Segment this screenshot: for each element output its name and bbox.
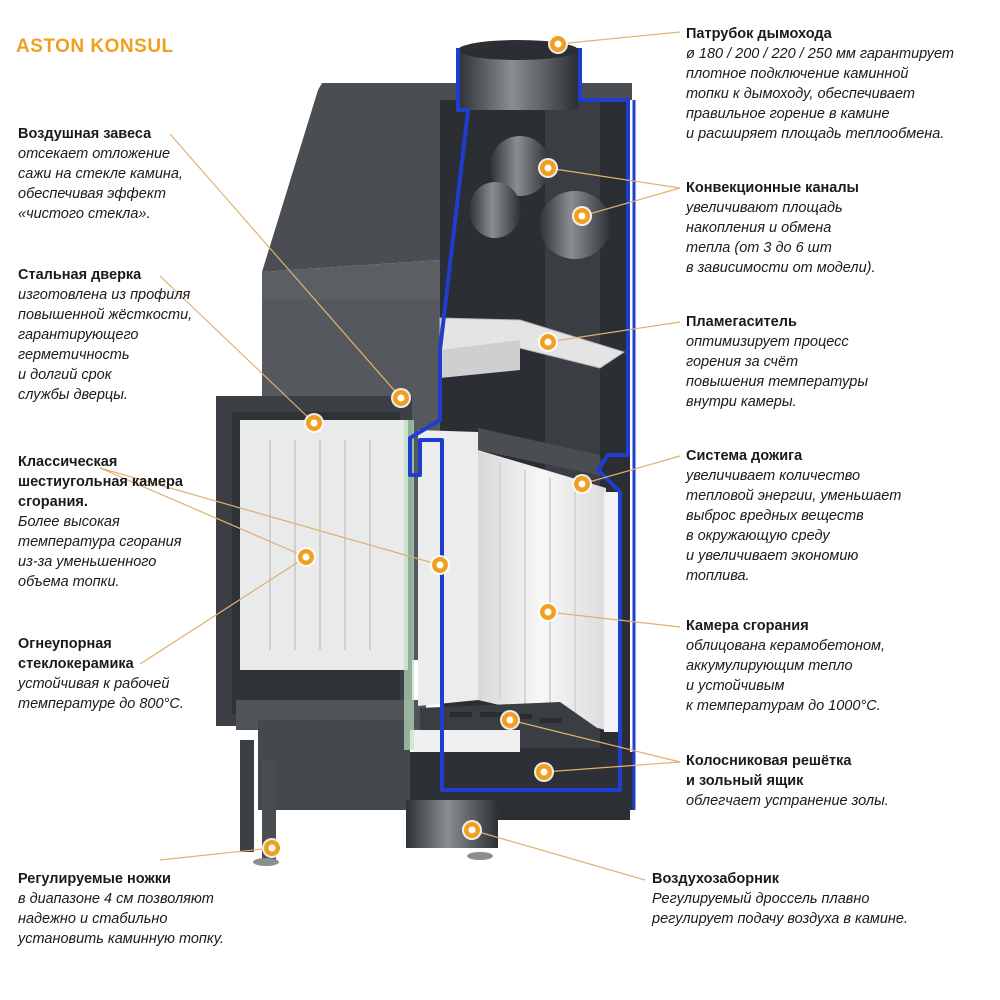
leg-foot: [253, 858, 279, 866]
leader-legs: [159, 847, 273, 861]
leader-convection: [547, 167, 681, 189]
marker-steel-door: [304, 413, 324, 433]
leader-air-curtain: [169, 133, 402, 399]
marker-legs: [262, 838, 282, 858]
label-air-intake: Воздухозаборник Регулируемый дроссель пл…: [652, 869, 908, 929]
leg-right: [262, 760, 276, 860]
label-air-intake-desc: Регулируемый дроссель плавно регулирует …: [652, 891, 908, 927]
marker-flame-damper: [538, 332, 558, 352]
ceramic-side: [604, 492, 622, 732]
label-steel-door-title: Стальная дверка: [18, 267, 142, 283]
marker-air-intake: [462, 820, 482, 840]
label-chimney-desc: ø 180 / 200 / 220 / 250 мм гарантирует п…: [686, 46, 954, 142]
label-air-curtain-desc: отсекает отложение сажи на стекле камина…: [18, 146, 183, 222]
label-combustion-chamber: Камера сгорания облицована керамобетоном…: [686, 616, 885, 716]
leader-hex-chamber: [99, 467, 307, 558]
marker-afterburn: [572, 474, 592, 494]
label-hex-chamber-desc: Более высокая температура сгорания из-за…: [18, 514, 182, 590]
label-glass-ceramic-desc: устойчивая к рабочей температуре до 800°…: [18, 676, 184, 712]
leg-left: [240, 740, 254, 852]
leader-flame-damper: [547, 321, 681, 343]
label-chimney: Патрубок дымохода ø 180 / 200 / 220 / 25…: [686, 24, 954, 144]
leader-glass-ceramic: [139, 556, 307, 665]
side-glass-pane: [404, 420, 414, 750]
label-air-intake-title: Воздухозаборник: [652, 871, 780, 887]
callout-markers: [262, 34, 592, 858]
marker-chimney: [548, 34, 568, 54]
afterburn-bar: [478, 428, 602, 476]
ceramic-ribs: [499, 462, 576, 718]
label-combustion-chamber-title: Камера сгорания: [686, 618, 809, 634]
leader-steel-door: [159, 275, 315, 424]
label-air-curtain-title: Воздушная завеса: [18, 126, 152, 142]
conv-pipe-3: [539, 191, 611, 259]
conv-pipe-1: [490, 136, 550, 196]
label-hex-chamber: Классическая шестиугольная камера сгоран…: [18, 452, 183, 592]
label-legs: Регулируемые ножки в диапазоне 4 см позв…: [18, 869, 224, 949]
grate-slots: [450, 712, 562, 723]
air-intake-pipe: [406, 800, 498, 848]
leader-convection: [581, 187, 681, 217]
label-air-curtain: Воздушная завеса отсекает отложение сажи…: [18, 124, 183, 224]
label-flame-damper-title: Пламегаситель: [686, 314, 797, 330]
leader-air-intake: [471, 829, 646, 881]
label-afterburn: Система дожига увеличивает количество те…: [686, 446, 901, 586]
base-box: [258, 720, 410, 810]
label-steel-door: Стальная дверка изготовлена из профиля п…: [18, 265, 192, 405]
marker-grate: [534, 762, 554, 782]
flame-damper-front: [440, 340, 520, 378]
brand-logo: ASTON KONSUL: [16, 36, 174, 57]
marker-hex-chamber: [296, 547, 316, 567]
label-afterburn-desc: увеличивает количество тепловой энергии,…: [686, 468, 902, 584]
label-legs-title: Регулируемые ножки: [18, 871, 171, 887]
front-glass: [240, 420, 408, 670]
leader-lines: [99, 31, 681, 881]
front-ribs: [269, 440, 371, 650]
label-convection-title: Конвекционные каналы: [686, 180, 859, 196]
cutaway-outline: [408, 48, 630, 792]
marker-convection: [572, 206, 592, 226]
label-afterburn-title: Система дожига: [686, 448, 803, 464]
marker-air-curtain: [391, 388, 411, 408]
leader-chimney: [557, 31, 681, 45]
label-flame-damper: Пламегаситель оптимизирует процесс горен…: [686, 312, 868, 412]
label-convection: Конвекционные каналы увеличивают площадь…: [686, 178, 875, 278]
label-grate-desc: облегчает устранение золы.: [686, 793, 889, 809]
label-grate: Колосниковая решётка и зольный ящик обле…: [686, 751, 889, 811]
chimney-pipe-top: [458, 40, 578, 60]
label-chimney-title: Патрубок дымохода: [686, 26, 832, 42]
label-legs-desc: в диапазоне 4 см позволяют надежно и ста…: [18, 891, 225, 947]
intake-foot: [467, 852, 493, 860]
conv-pipe-2: [469, 182, 521, 238]
label-hex-chamber-title: Классическая шестиугольная камера сгоран…: [18, 454, 183, 510]
label-grate-title: Колосниковая решётка и зольный ящик: [686, 753, 852, 789]
label-flame-damper-desc: оптимизирует процесс горения за счёт пов…: [686, 334, 869, 410]
marker-convection: [538, 158, 558, 178]
label-glass-ceramic: Огнеупорная стеклокерамика устойчивая к …: [18, 634, 184, 714]
marker-grate: [500, 710, 520, 730]
label-glass-ceramic-title: Огнеупорная стеклокерамика: [18, 636, 134, 672]
leader-grate: [509, 719, 681, 763]
label-steel-door-desc: изготовлена из профиля повышенной жёстко…: [18, 287, 193, 403]
leader-hex-chamber: [99, 467, 441, 566]
leader-afterburn: [581, 455, 681, 485]
label-convection-desc: увеличивают площадь накопления и обмена …: [686, 200, 876, 276]
leader-grate: [543, 761, 681, 773]
label-combustion-chamber-desc: облицована керамобетоном, аккумулирующим…: [686, 638, 885, 714]
leader-combustion-chamber: [547, 611, 681, 628]
marker-combustion-chamber: [538, 602, 558, 622]
marker-hex-chamber: [430, 555, 450, 575]
